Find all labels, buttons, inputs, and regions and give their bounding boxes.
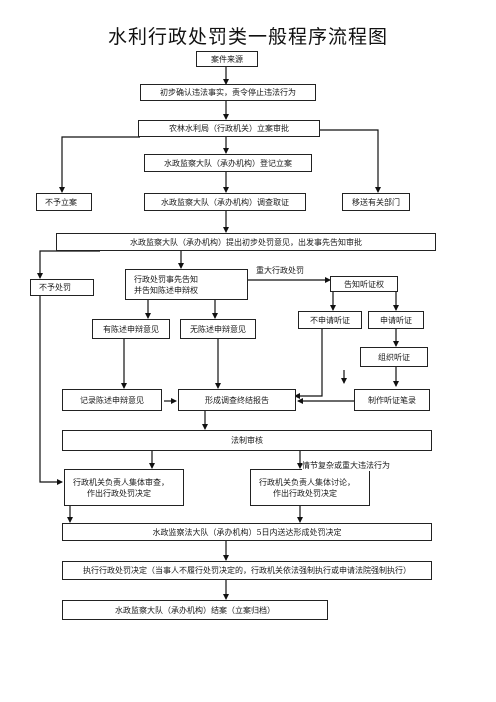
node-apply-hearing: 申请听证 bbox=[368, 311, 424, 329]
node-discuss: 行政机关负责人集体讨论， 作出行政处罚决定 bbox=[250, 469, 370, 506]
node-discuss-line2: 作出行政处罚决定 bbox=[273, 488, 337, 498]
node-approve: 农林水利局（行政机关）立案审批 bbox=[138, 120, 320, 137]
node-transfer: 移送有关部门 bbox=[342, 193, 410, 211]
node-deliver: 水政监察法大队（承办机构）5日内送达形成处罚决定 bbox=[62, 523, 432, 541]
node-opinion: 水政监察大队（承办机构）提出初步处罚意见，出发事先告知审批 bbox=[56, 233, 436, 251]
node-notify-line1: 行政处罚事先告知 bbox=[134, 274, 198, 284]
node-notify-line2: 并告知陈述申辩权 bbox=[134, 285, 198, 295]
node-no-defense: 无陈述申辩意见 bbox=[180, 319, 256, 339]
node-legal-review: 法制审核 bbox=[62, 430, 432, 451]
node-has-defense: 有陈述申辩意见 bbox=[92, 319, 170, 339]
page-title: 水利行政处罚类一般程序流程图 bbox=[107, 26, 388, 48]
node-no-hearing: 不申请听证 bbox=[298, 311, 362, 329]
node-investigate: 水政监察大队（承办机构）调查取证 bbox=[144, 193, 306, 211]
node-execute: 执行行政处罚决定（当事人不履行处罚决定的，行政机关依法强制执行或申请法院强制执行… bbox=[62, 561, 432, 580]
node-close: 水政监察大队（承办机构）结案（立案归档） bbox=[62, 600, 328, 620]
node-discuss-line1: 行政机关负责人集体讨论， bbox=[259, 477, 355, 487]
node-collective-line2: 作出行政处罚决定 bbox=[87, 488, 151, 498]
node-confirm: 初步确认违法事实，责令停止违法行为 bbox=[140, 84, 316, 101]
node-organize-hearing: 组织听证 bbox=[360, 347, 428, 367]
note-complex-case: 情节复杂或重大违法行为 bbox=[302, 461, 390, 471]
node-no-register: 不予立案 bbox=[36, 193, 92, 211]
node-collective: 行政机关负责人集体审查， 作出行政处罚决定 bbox=[64, 469, 184, 506]
node-no-penalty: 不予处罚 bbox=[30, 279, 94, 296]
note-major-penalty: 重大行政处罚 bbox=[256, 266, 304, 275]
node-register: 水政监察大队（承办机构）登记立案 bbox=[144, 154, 312, 172]
node-case-source: 案件来源 bbox=[196, 51, 258, 67]
node-record-defense: 记录陈述申辩意见 bbox=[62, 389, 162, 411]
node-hearing-record: 制作听证笔录 bbox=[354, 389, 430, 411]
node-collective-line1: 行政机关负责人集体审查， bbox=[73, 477, 169, 487]
node-hearing-right: 告知听证权 bbox=[330, 276, 398, 292]
node-notify: 行政处罚事先告知 并告知陈述申辩权 bbox=[125, 269, 248, 300]
node-report: 形成调查终结报告 bbox=[178, 389, 296, 411]
